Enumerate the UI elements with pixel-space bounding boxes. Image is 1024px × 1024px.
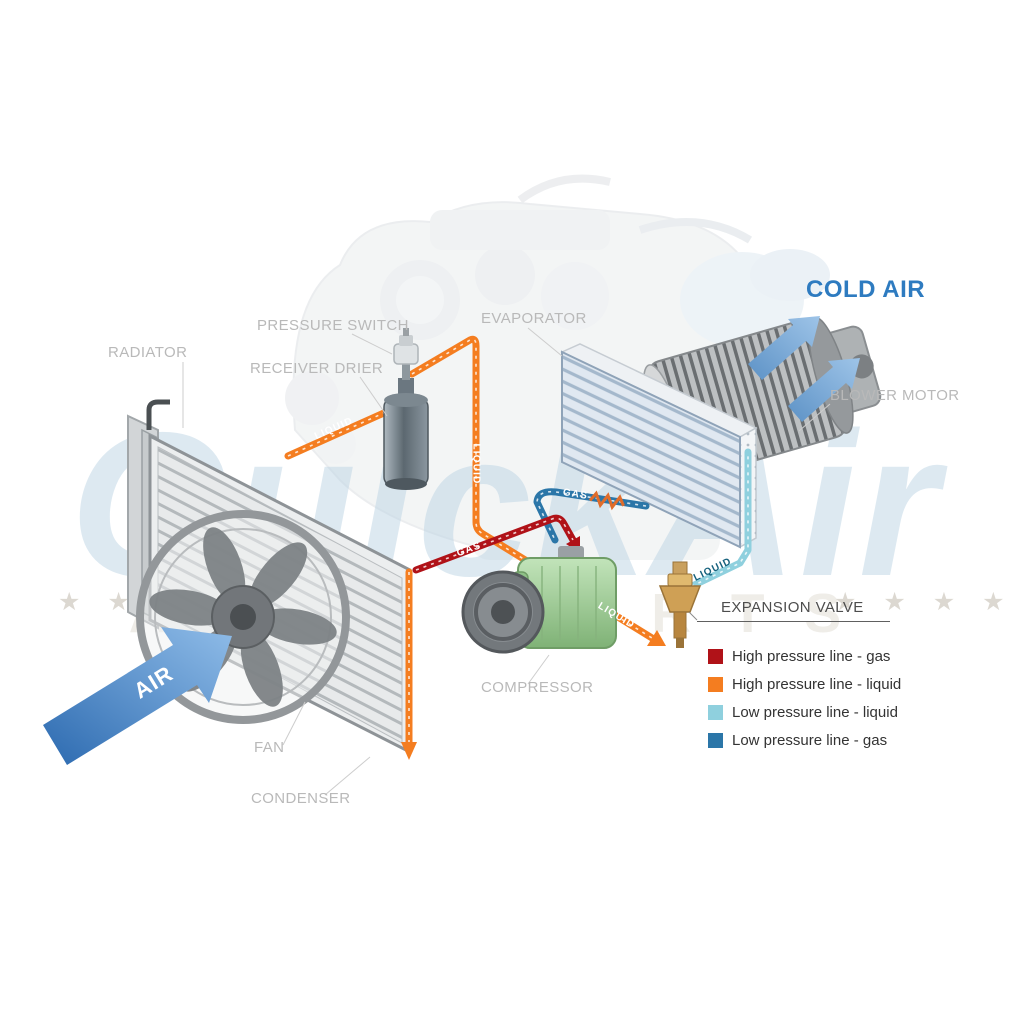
legend-row-high-gas: High pressure line - gas	[708, 648, 901, 665]
radiator-hook	[146, 399, 170, 430]
legend-row-high-liquid: High pressure line - liquid	[708, 676, 901, 693]
compressor	[461, 546, 617, 654]
air-flow-arrow: AIR	[43, 627, 232, 765]
cold-air-arrow-2	[788, 358, 860, 422]
vibration-coil	[588, 490, 625, 511]
legend-swatch-high-pressure-liquid	[708, 677, 723, 692]
label-compressor: COMPRESSOR	[481, 679, 594, 696]
label-radiator: RADIATOR	[108, 344, 188, 361]
pressure-switch	[393, 328, 419, 380]
arrow-liquid-down	[401, 742, 417, 760]
cold-air-arrow-1	[748, 316, 820, 380]
legend-swatch-low-pressure-gas	[708, 733, 723, 748]
legend-swatch-high-pressure-gas	[708, 649, 723, 664]
legend: High pressure line - gas High pressure l…	[708, 648, 901, 749]
cold-air-arrows	[748, 316, 860, 422]
arrow-liquid-to-valve	[647, 630, 666, 646]
legend-label-low-pressure-liquid: Low pressure line - liquid	[732, 704, 898, 721]
label-expansion-valve: EXPANSION VALVE	[697, 599, 890, 622]
pipe-low-pressure-liquid	[680, 448, 752, 594]
legend-swatch-low-pressure-liquid	[708, 705, 723, 720]
watermark-stars-right: ★ ★ ★ ★	[834, 588, 1015, 616]
legend-row-low-gas: Low pressure line - gas	[708, 732, 901, 749]
label-connectors	[182, 327, 831, 796]
liquid-label-vertical: LIQUID	[470, 443, 481, 484]
legend-label-high-pressure-gas: High pressure line - gas	[732, 648, 891, 665]
legend-label-high-pressure-liquid: High pressure line - liquid	[732, 676, 902, 693]
label-fan: FAN	[254, 739, 285, 756]
label-receiver-drier: RECEIVER DRIER	[250, 360, 384, 377]
legend-row-low-liquid: Low pressure line - liquid	[708, 704, 901, 721]
receiver-drier	[383, 378, 429, 490]
legend-label-low-pressure-gas: Low pressure line - gas	[732, 732, 888, 749]
label-evaporator: EVAPORATOR	[481, 310, 587, 327]
expansion-valve	[658, 561, 702, 648]
gas-label-low: GAS	[562, 487, 589, 502]
label-pressure-switch: PRESSURE SWITCH	[257, 317, 409, 334]
label-cold-air: COLD AIR	[806, 276, 926, 303]
label-blower-motor: BLOWER MOTOR	[830, 387, 960, 404]
label-condenser: CONDENSER	[251, 790, 351, 807]
